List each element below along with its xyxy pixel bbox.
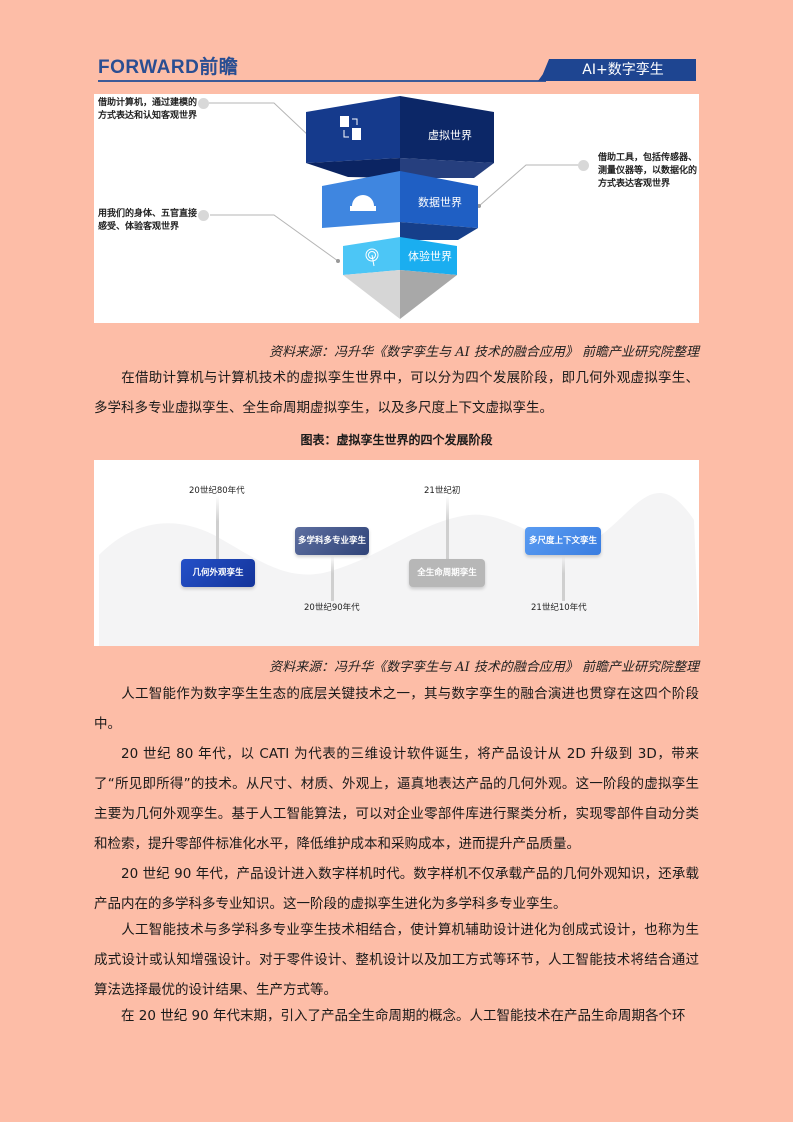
section-tab: AI+数字孪生 bbox=[538, 59, 696, 81]
annotation-data: 借助工具，包括传感器、测量仪器等，以数据化的方式表达客观世界 bbox=[598, 153, 698, 189]
forward-logo: FORWARD前瞻 bbox=[98, 57, 239, 78]
annotation-virtual: 借助计算机，通过建模的方式表达和认知客观世界 bbox=[98, 98, 198, 121]
annotation-dot bbox=[578, 160, 589, 171]
paragraph-text: 在 20 世纪 90 年代末期，引入了产品全生命周期的概念。人工智能技术在产品生… bbox=[121, 1008, 686, 1024]
paragraph-text: 20 世纪 90 年代，产品设计进入数字样机时代。数字样机不仅承载产品的几何外观… bbox=[94, 866, 699, 912]
copy-documents-icon bbox=[340, 116, 361, 140]
layer-data-world: 数据世界 bbox=[418, 196, 462, 209]
stage3-box: 全生命周期孪生 bbox=[409, 559, 485, 587]
body-paragraph-1: 人工智能作为数字孪生生态的底层关键技术之一，其与数字孪生的融合演进也贯穿在这四个… bbox=[94, 679, 699, 739]
layer-virtual-world: 虚拟世界 bbox=[428, 129, 472, 142]
intro-text: 在借助计算机与计算机技术的虚拟孪生世界中，可以分为四个发展阶段，即几何外观虚拟孪… bbox=[94, 370, 699, 416]
page-header: FORWARD前瞻 AI+数字孪生 bbox=[98, 57, 698, 82]
intro-paragraph: 在借助计算机与计算机技术的虚拟孪生世界中，可以分为四个发展阶段，即几何外观虚拟孪… bbox=[94, 363, 699, 423]
stage3-stem bbox=[446, 496, 449, 560]
paragraph-text: 人工智能技术与多学科多专业孪生技术相结合，使计算机辅助设计进化为创成式设计，也称… bbox=[94, 922, 699, 998]
layer-experience-world: 体验世界 bbox=[408, 250, 452, 263]
body-paragraph-5: 在 20 世纪 90 年代末期，引入了产品全生命周期的概念。人工智能技术在产品生… bbox=[94, 1001, 699, 1031]
stage4-period: 21世纪10年代 bbox=[531, 603, 587, 613]
fingerprint-touch-icon bbox=[365, 248, 379, 267]
header-divider bbox=[98, 80, 546, 82]
stage2-box: 多学科多专业孪生 bbox=[295, 527, 369, 555]
stage2-period: 20世纪90年代 bbox=[304, 603, 360, 613]
three-worlds-figure: 虚拟世界 数据世界 体验世界 借助计算机，通过建模的方式表达和认知客观世界 用我… bbox=[94, 94, 699, 323]
paragraph-text: 20 世纪 80 年代，以 CATI 为代表的三维设计软件诞生，将产品设计从 2… bbox=[94, 746, 699, 852]
funnel-graphic bbox=[209, 96, 580, 319]
figure2-source: 资料来源：冯升华《数字孪生与 AI 技术的融合应用》 前瞻产业研究院整理 bbox=[269, 660, 699, 675]
stage1-period: 20世纪80年代 bbox=[189, 486, 245, 496]
figure2-title: 图表：虚拟孪生世界的四个发展阶段 bbox=[300, 433, 493, 447]
stage1-box: 几何外观孪生 bbox=[181, 559, 255, 587]
body-paragraph-3: 20 世纪 90 年代，产品设计进入数字样机时代。数字样机不仅承载产品的几何外观… bbox=[94, 859, 699, 919]
annotation-dot bbox=[198, 210, 209, 221]
stage4-stem bbox=[562, 555, 565, 601]
four-stages-timeline: 20世纪80年代 几何外观孪生 多学科多专业孪生 20世纪90年代 21世纪初 … bbox=[94, 460, 699, 646]
stage2-stem bbox=[331, 555, 334, 601]
stage3-period: 21世纪初 bbox=[424, 486, 461, 496]
body-paragraph-2: 20 世纪 80 年代，以 CATI 为代表的三维设计软件诞生，将产品设计从 2… bbox=[94, 739, 699, 859]
annotation-experience: 用我们的身体、五官直接感受、体验客观世界 bbox=[98, 209, 198, 232]
gear-ruler-icon bbox=[350, 195, 376, 211]
timeline-background bbox=[99, 492, 699, 646]
body-paragraph-4: 人工智能技术与多学科多专业孪生技术相结合，使计算机辅助设计进化为创成式设计，也称… bbox=[94, 915, 699, 1005]
stage1-stem bbox=[216, 496, 219, 560]
annotation-dot bbox=[198, 98, 209, 109]
paragraph-text: 人工智能作为数字孪生生态的底层关键技术之一，其与数字孪生的融合演进也贯穿在这四个… bbox=[94, 686, 699, 732]
stage4-box: 多尺度上下文孪生 bbox=[525, 527, 601, 555]
figure1-source: 资料来源：冯升华《数字孪生与 AI 技术的融合应用》 前瞻产业研究院整理 bbox=[269, 345, 699, 360]
